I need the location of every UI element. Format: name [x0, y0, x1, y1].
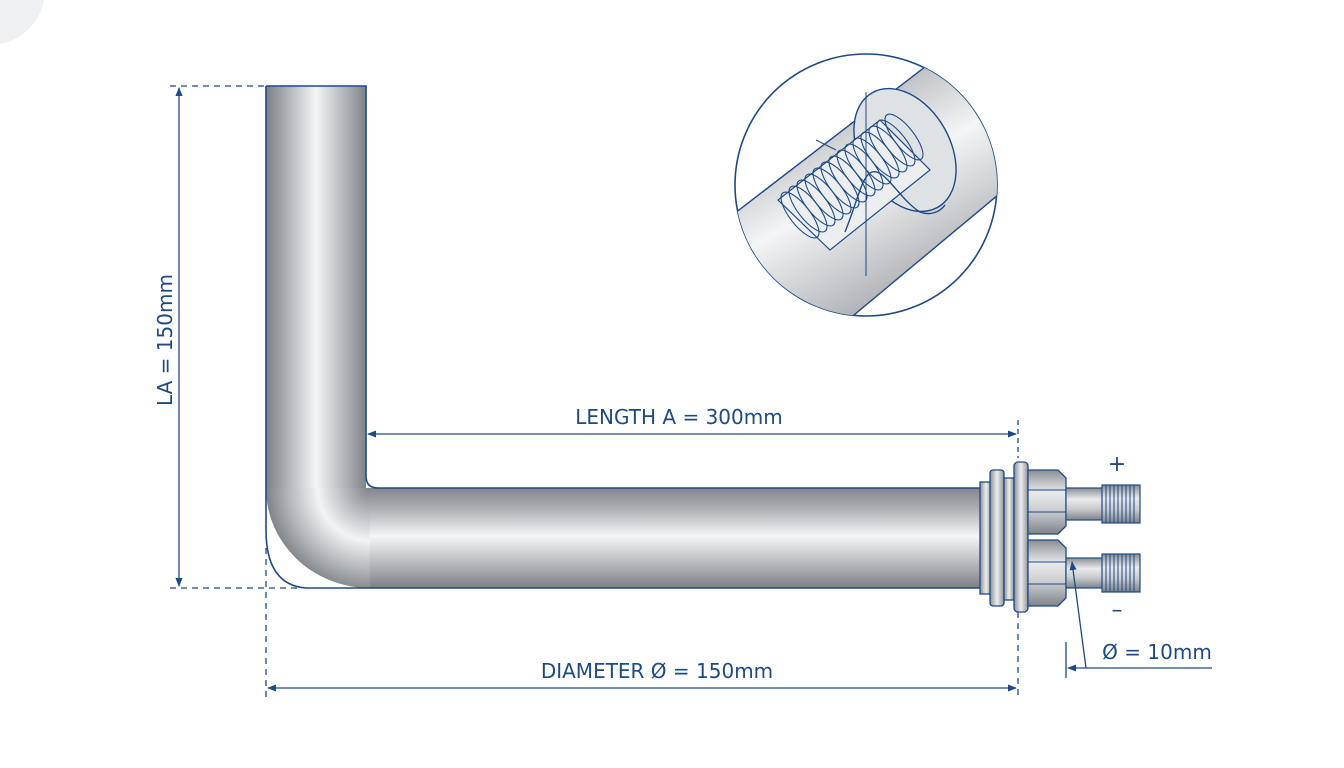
- terminal-nut-positive: [1027, 469, 1067, 535]
- minus-label: –: [1112, 598, 1123, 623]
- tube-elbow: [266, 488, 370, 588]
- heating-tube: [265, 85, 982, 589]
- corner-shade: [0, 0, 45, 45]
- terminal-diameter-label: Ø = 10mm: [1102, 640, 1212, 664]
- plus-label: +: [1108, 452, 1126, 477]
- length-label: LENGTH A = 300mm: [575, 405, 782, 429]
- terminal-nut-negative: [1027, 539, 1067, 607]
- height-label: LA = 150mm: [153, 274, 177, 406]
- dimension-lines: [170, 85, 1212, 700]
- tube-outline: [265, 85, 982, 589]
- tube-horizontal: [370, 488, 982, 588]
- terminal-stud-negative: [1065, 553, 1141, 593]
- terminal-stud-positive: [1065, 484, 1141, 524]
- diameter-label: DIAMETER Ø = 150mm: [541, 659, 773, 683]
- tube-vertical: [266, 86, 366, 488]
- terminal-leader: [1069, 561, 1087, 669]
- terminal-assembly: [979, 461, 1141, 613]
- coil-detail-view: [734, 53, 998, 317]
